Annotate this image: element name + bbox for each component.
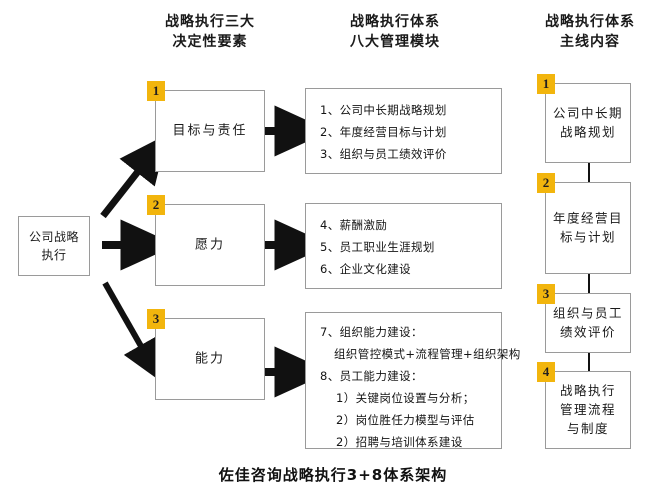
- mainline-box-1: 1 公司中长期 战略规划: [537, 74, 631, 163]
- factor-label-3: 能力: [194, 351, 225, 367]
- factor-box-1: 1 目标与责任: [147, 81, 265, 172]
- arrow-start-to-factor-1: [100, 134, 168, 219]
- factor-box-3: 3 能力: [147, 309, 265, 400]
- mainline-number-tag-1: 1: [537, 74, 555, 94]
- module-box-3: 7、组织能力建设： 组织管控模式+流程管理+组织架构 8、员工能力建设： 1）关…: [305, 312, 521, 449]
- module-line: 1、公司中长期战略规划: [320, 103, 447, 117]
- mainline-box-4: 4 战略执行 管理流程 与制度: [537, 362, 631, 449]
- diagram-caption: 佐佳咨询战略执行3+8体系架构: [218, 466, 448, 484]
- module-line: 8、员工能力建设：: [320, 369, 423, 384]
- module-line: 5、员工职业生涯规划: [320, 240, 435, 255]
- module-box-1: 1、公司中长期战略规划 2、年度经营目标与计划 3、组织与员工绩效评价: [305, 88, 502, 174]
- module-line: 2）招聘与培训体系建设: [336, 435, 463, 450]
- factor-label-1: 目标与责任: [172, 123, 248, 139]
- mainline-number-tag-4: 4: [537, 362, 555, 382]
- mainline-box-2: 2 年度经营目 标与计划: [537, 173, 631, 274]
- module-line: 1）关键岗位设置与分析；: [336, 391, 475, 406]
- mainline-number-tag-2: 2: [537, 173, 555, 193]
- mainline-box-3: 3 组织与员工 绩效评价: [537, 284, 631, 353]
- module-line: 4、薪酬激励: [320, 218, 388, 232]
- factor-number-tag-2: 2: [147, 195, 165, 215]
- mainline-label-4: 战略执行 管理流程 与制度: [559, 382, 616, 436]
- mainline-label-1: 公司中长期 战略规划: [552, 105, 623, 139]
- arrow-start-to-factor-3: [102, 281, 162, 382]
- factor-label-2: 愿力: [194, 237, 225, 253]
- mainline-number-tag-3: 3: [537, 284, 555, 304]
- factor-box-2: 2 愿力: [147, 195, 265, 286]
- chain-connector-2-3: [588, 274, 590, 293]
- mainline-label-3: 组织与员工 绩效评价: [552, 305, 623, 339]
- column-header-factors: 战略执行三大 决定性要素: [165, 14, 255, 51]
- module-box-2: 4、薪酬激励 5、员工职业生涯规划 6、企业文化建设: [305, 203, 502, 289]
- module-line: 组织管控模式+流程管理+组织架构: [334, 347, 521, 362]
- module-line: 7、组织能力建设：: [320, 325, 423, 339]
- column-header-modules: 战略执行体系 八大管理模块: [350, 14, 440, 51]
- chain-connector-3-4: [588, 353, 590, 371]
- start-node-company-strategy-execution: 公司战略 执行: [18, 216, 90, 276]
- start-node-label: 公司战略 执行: [28, 230, 79, 262]
- chain-connector-1-2: [588, 163, 590, 182]
- module-line: 2、年度经营目标与计划: [320, 125, 447, 140]
- factor-number-tag-1: 1: [147, 81, 165, 101]
- factor-number-tag-3: 3: [147, 309, 165, 329]
- module-line: 2）岗位胜任力模型与评估: [336, 413, 475, 428]
- column-header-mainline: 战略执行体系 主线内容: [545, 14, 635, 51]
- module-line: 3、组织与员工绩效评价: [320, 147, 447, 162]
- mainline-label-2: 年度经营目 标与计划: [552, 210, 623, 244]
- module-line: 6、企业文化建设: [320, 262, 412, 277]
